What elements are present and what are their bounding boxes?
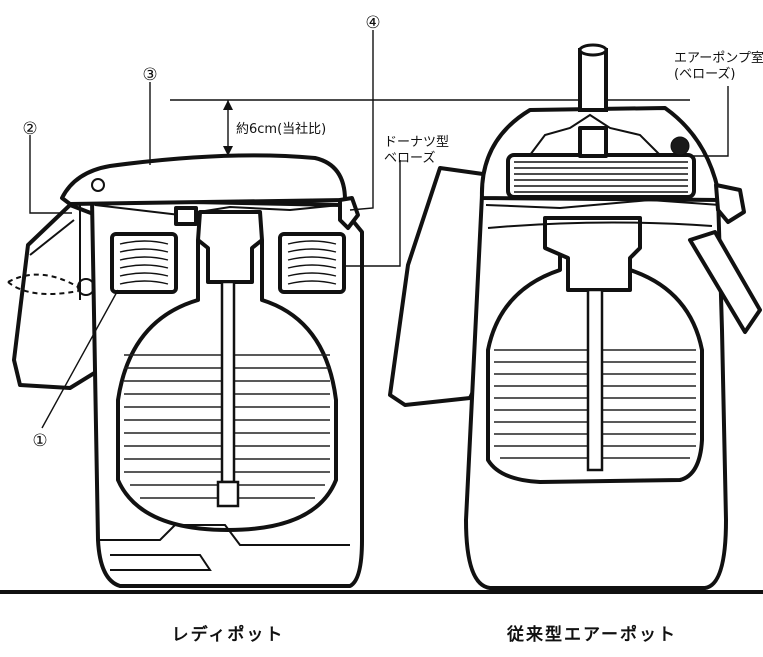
donut-bellows-label-2: ベローズ (384, 150, 435, 166)
marker-3-label: ③ (142, 65, 157, 85)
left-valve (196, 210, 264, 284)
right-tube (586, 288, 604, 472)
pump-chamber-label-2: (ベローズ) (674, 66, 736, 82)
left-bellows-left (110, 232, 178, 294)
right-pot-knob (578, 48, 608, 112)
caption-conventional-pot: 従来型エアーポット (506, 624, 677, 645)
callout-lines (29, 30, 729, 429)
left-bellows-right (278, 232, 346, 294)
height-note-label: 約6cm(当社比) (236, 121, 326, 137)
right-inner-flask (486, 250, 704, 484)
left-pot (7, 153, 364, 588)
donut-bellows-label-1: ドーナツ型 (384, 135, 449, 150)
marker-2-label: ② (22, 119, 37, 139)
pump-chamber-label-1: エアーポンプ室 (674, 50, 763, 66)
marker-4-label: ④ (365, 13, 380, 33)
right-spout (688, 230, 762, 334)
left-pot-handle (12, 203, 98, 390)
left-pot-lid (60, 153, 347, 206)
marker-1-label: ① (32, 431, 47, 451)
diagram-labels: ① ② ③ ④ 約6cm(当社比) ドーナツ型 ベローズ エアーポンプ室 (ベロ… (22, 13, 763, 451)
right-pot (388, 43, 762, 590)
caption-lady-pot: レディポット (172, 624, 285, 645)
right-pump-valve (670, 136, 690, 156)
left-tube (220, 280, 236, 484)
right-valve (543, 216, 642, 292)
